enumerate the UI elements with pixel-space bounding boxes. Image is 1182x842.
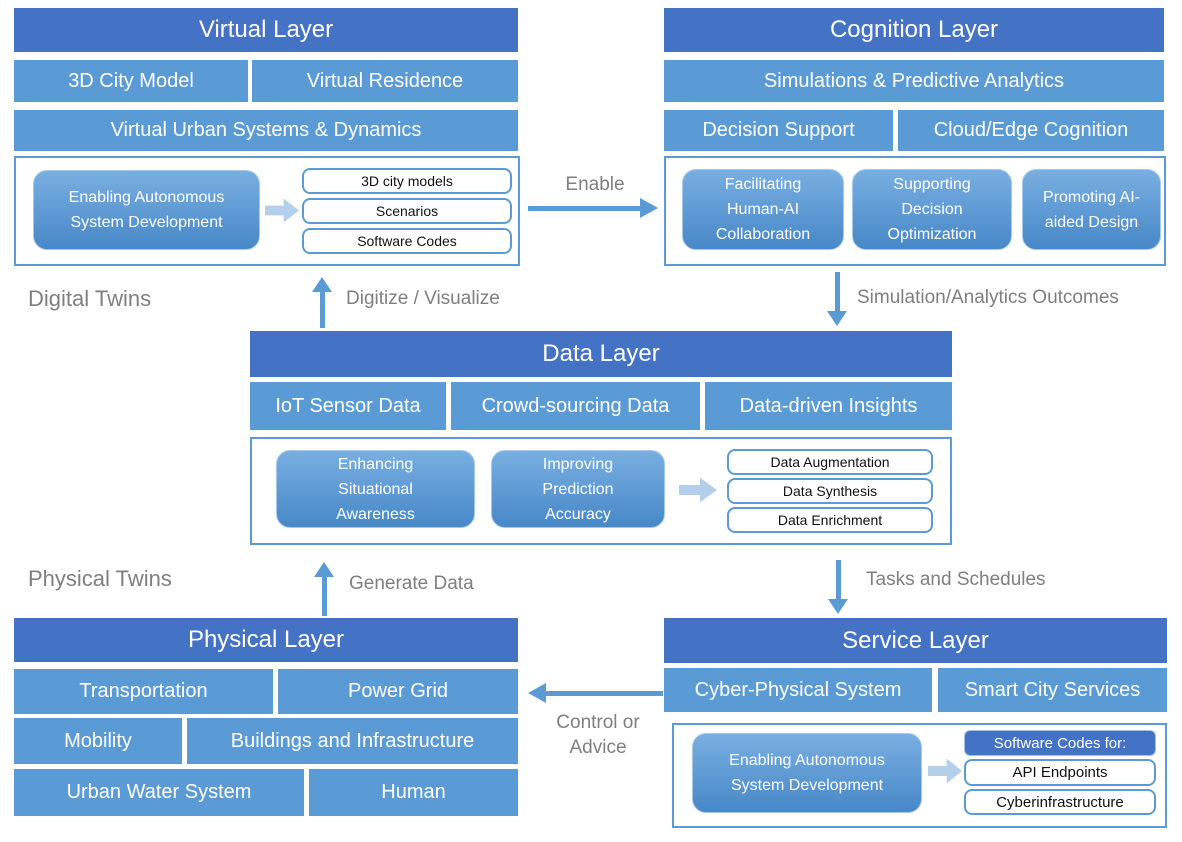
data-item-prediction-accuracy: Improving Prediction Accuracy bbox=[491, 450, 665, 528]
virtual-output-software-codes: Software Codes bbox=[302, 228, 512, 254]
physical-cell-transportation: Transportation bbox=[14, 669, 273, 714]
cognition-cell-cloud-edge: Cloud/Edge Cognition bbox=[898, 110, 1164, 151]
physical-cell-mobility: Mobility bbox=[14, 718, 182, 764]
physical-cell-power-grid: Power Grid bbox=[278, 669, 518, 714]
control-advice-label: Control or Advice bbox=[538, 710, 658, 760]
generate-data-label: Generate Data bbox=[349, 573, 474, 594]
enable-arrow-shaft bbox=[528, 206, 640, 211]
data-cell-data-driven-insights: Data-driven Insights bbox=[705, 382, 952, 430]
data-cell-crowd-sourcing: Crowd-sourcing Data bbox=[451, 382, 700, 430]
generate-data-arrow-head-icon bbox=[314, 562, 334, 577]
cognition-item-decision-optimization: Supporting Decision Optimization bbox=[852, 169, 1012, 250]
service-output-api-endpoints: API Endpoints bbox=[964, 759, 1156, 786]
control-advice-label-line2: Advice bbox=[569, 737, 627, 758]
digitize-arrow-head-icon bbox=[312, 277, 332, 292]
virtual-cell-urban-systems: Virtual Urban Systems & Dynamics bbox=[14, 110, 518, 151]
physical-twins-label: Physical Twins bbox=[28, 566, 172, 591]
physical-cell-human: Human bbox=[309, 769, 518, 816]
physical-cell-urban-water: Urban Water System bbox=[14, 769, 304, 816]
data-output-synthesis: Data Synthesis bbox=[727, 478, 933, 504]
cognition-item-human-ai: Facilitating Human-AI Collaboration bbox=[682, 169, 844, 250]
enable-arrow-head-icon bbox=[640, 198, 658, 218]
service-panel-main-box: Enabling Autonomous System Development bbox=[692, 733, 922, 813]
service-output-title: Software Codes for: bbox=[964, 730, 1156, 756]
sim-outcomes-arrow-shaft bbox=[835, 272, 840, 312]
tasks-schedules-label: Tasks and Schedules bbox=[866, 569, 1046, 590]
tasks-schedules-arrow-head-icon bbox=[828, 599, 848, 614]
virtual-layer-header: Virtual Layer bbox=[14, 8, 518, 52]
virtual-cell-3d-city-model: 3D City Model bbox=[14, 60, 248, 102]
service-cell-cyber-physical: Cyber-Physical System bbox=[664, 668, 932, 712]
control-advice-arrow-head-icon bbox=[528, 683, 546, 703]
service-output-cyberinfrastructure: Cyberinfrastructure bbox=[964, 789, 1156, 815]
service-cell-smart-city: Smart City Services bbox=[938, 668, 1167, 712]
sim-outcomes-label: Simulation/Analytics Outcomes bbox=[857, 287, 1119, 308]
data-layer-header: Data Layer bbox=[250, 331, 952, 377]
digitize-label: Digitize / Visualize bbox=[346, 288, 500, 309]
generate-data-arrow-shaft bbox=[322, 576, 327, 616]
control-advice-label-line1: Control or bbox=[556, 712, 640, 733]
virtual-panel-main-box: Enabling Autonomous System Development bbox=[33, 170, 260, 250]
physical-cell-buildings-infrastructure: Buildings and Infrastructure bbox=[187, 718, 518, 764]
physical-layer-header: Physical Layer bbox=[14, 618, 518, 662]
cognition-item-ai-aided-design: Promoting AI-aided Design bbox=[1022, 169, 1161, 250]
digitize-arrow-shaft bbox=[320, 291, 325, 328]
data-output-augmentation: Data Augmentation bbox=[727, 449, 933, 475]
data-cell-iot-sensor: IoT Sensor Data bbox=[250, 382, 446, 430]
cognition-cell-decision-support: Decision Support bbox=[664, 110, 893, 151]
data-output-enrichment: Data Enrichment bbox=[727, 507, 933, 533]
cognition-layer-header: Cognition Layer bbox=[664, 8, 1164, 52]
virtual-output-scenarios: Scenarios bbox=[302, 198, 512, 224]
tasks-schedules-arrow-shaft bbox=[836, 560, 841, 600]
data-item-situational-awareness: Enhancing Situational Awareness bbox=[276, 450, 475, 528]
virtual-output-3d-city-models: 3D city models bbox=[302, 168, 512, 194]
virtual-cell-virtual-residence: Virtual Residence bbox=[252, 60, 518, 102]
cognition-cell-simulations: Simulations & Predictive Analytics bbox=[664, 60, 1164, 102]
digital-twins-label: Digital Twins bbox=[28, 286, 152, 311]
sim-outcomes-arrow-head-icon bbox=[827, 311, 847, 326]
enable-label: Enable bbox=[565, 174, 625, 195]
service-layer-header: Service Layer bbox=[664, 618, 1167, 663]
control-advice-arrow-shaft bbox=[546, 691, 663, 696]
